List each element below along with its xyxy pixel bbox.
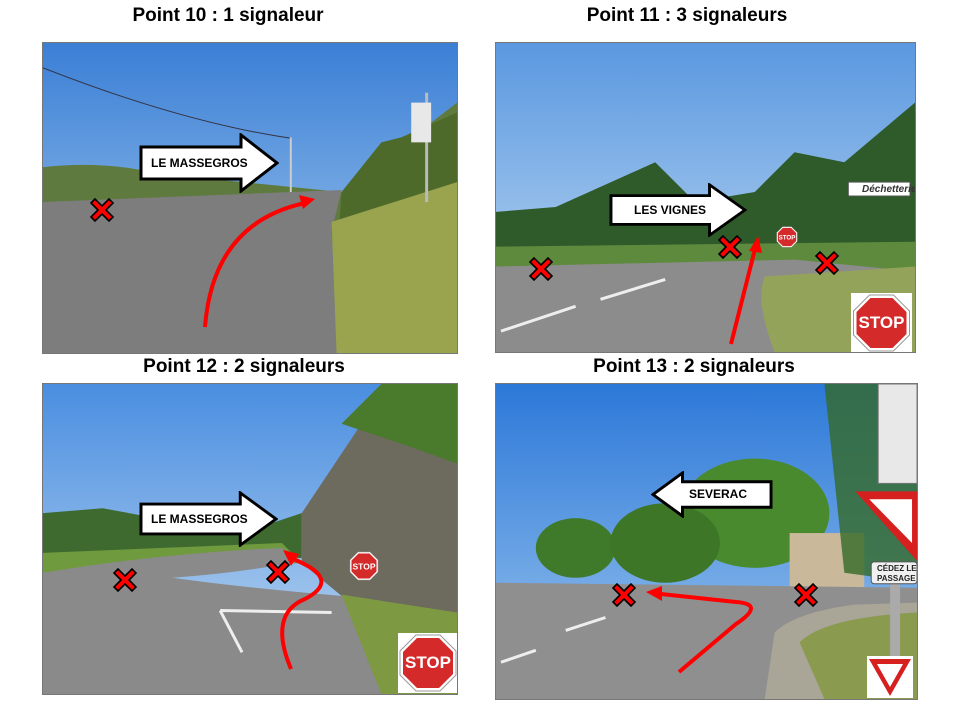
route-arrow	[729, 236, 762, 345]
photo-point-13: CÉDEZ LE PASSAGE SEVERAC	[495, 383, 918, 700]
route-arrow	[280, 550, 324, 670]
yield-sign-text: CÉDEZ LE	[877, 564, 917, 573]
arrow-label: SEVERAC	[689, 487, 748, 501]
stop-sign-label: STOP	[858, 313, 905, 332]
road-sign-dechetterie: Déchetterie	[862, 184, 916, 195]
photo-point-10: LE MASSEGROS	[42, 42, 458, 354]
panel-title-point-11: Point 11 : 3 signaleurs	[586, 5, 788, 26]
yield-sign-text: PASSAGE	[877, 574, 916, 583]
yield-sign-icon	[867, 656, 913, 698]
arrow-label: LES VIGNES	[634, 203, 707, 217]
stop-sign-label: STOP	[405, 653, 451, 672]
stop-sign-icon: STOP	[398, 633, 457, 693]
arrow-label: LE MASSEGROS	[151, 156, 248, 170]
route-arrow	[646, 586, 753, 674]
photo-point-11: Déchetterie LES VIGNES STOP	[495, 42, 916, 353]
photo-point-12: LE MASSEGROS STOP	[42, 383, 458, 695]
arrow-label: LE MASSEGROS	[151, 512, 248, 526]
panel-title-point-10: Point 10 : 1 signaleur	[132, 5, 324, 26]
direction-arrow-right: LE MASSEGROS	[139, 491, 278, 547]
road-photo	[496, 384, 917, 699]
direction-arrow-right: LES VIGNES	[609, 183, 747, 237]
stop-sign-icon: STOP	[851, 293, 912, 352]
route-arrow	[203, 195, 315, 328]
panel-title-point-13: Point 13 : 2 signaleurs	[593, 356, 795, 377]
direction-arrow-left: SEVERAC	[651, 471, 773, 518]
direction-arrow-right: LE MASSEGROS	[139, 133, 279, 193]
panel-title-point-12: Point 12 : 2 signaleurs	[143, 356, 345, 377]
